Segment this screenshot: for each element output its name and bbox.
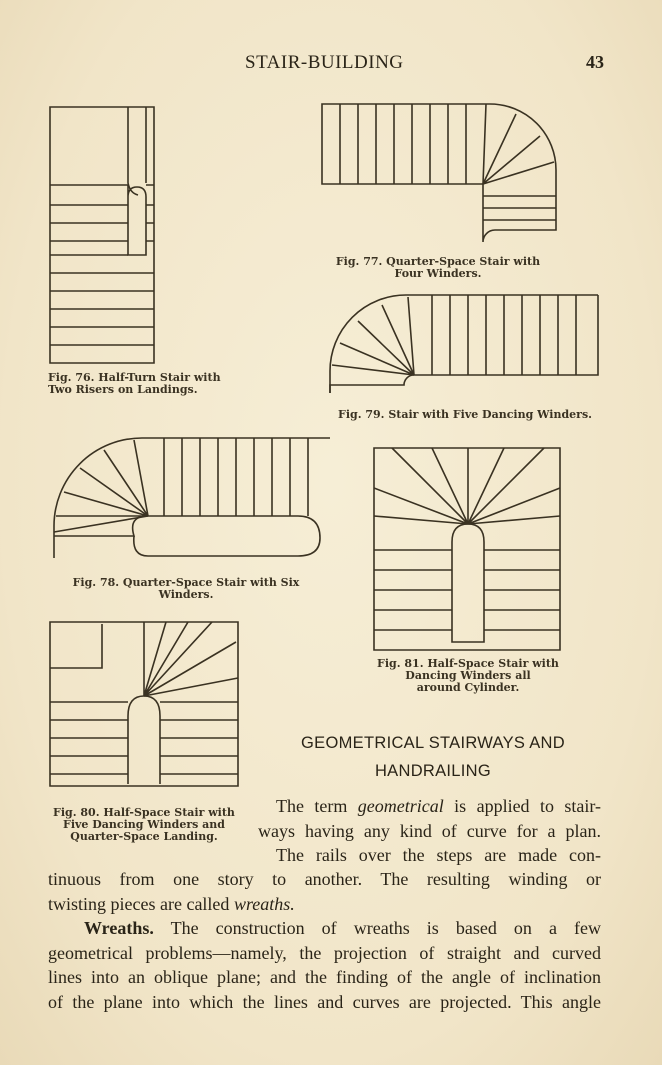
paragraph1-line3: The rails over the steps are made con- (276, 845, 601, 865)
figure-79-diagram (328, 293, 602, 395)
paragraph-wreaths: Wreaths. The construction of wreaths is … (48, 916, 601, 1014)
figure-80-caption-line2: Five Dancing Winders and (63, 818, 225, 831)
figure-77-caption-line1: Fig. 77. Quarter-Space Stair with (335, 255, 541, 268)
paragraph1-line4: tinuous from one story to another. The r… (48, 869, 601, 889)
italic-term: geometrical (357, 796, 444, 816)
run-in-heading: Wreaths. (84, 918, 154, 938)
section-heading-line2: HANDRAILING (374, 762, 492, 780)
text-run: is applied to stair- (443, 796, 601, 816)
figure-76-diagram (48, 105, 160, 367)
figure-80-diagram (48, 620, 240, 790)
figure-76-caption: Fig. 76. Half-Turn Stair with Two Risers… (48, 372, 221, 396)
paragraph2-line3: lines into an oblique plane; and the fin… (48, 967, 601, 987)
figure-80-caption-line1: Fig. 80. Half-Space Stair with (53, 806, 235, 819)
figure-78-diagram (52, 436, 332, 562)
figure-76-caption-line1: Fig. 76. Half-Turn Stair with (48, 371, 221, 384)
figure-80-caption-line3: Quarter-Space Landing. (70, 830, 218, 843)
section-heading-line1: GEOMETRICAL STAIRWAYS AND (301, 734, 565, 752)
text-run: twisting pieces are called (48, 893, 234, 914)
figure-76-caption-line2: Two Risers on Landings. (48, 383, 198, 396)
figure-81-diagram (372, 446, 562, 654)
figure-81-caption-line2: Dancing Winders all (405, 669, 531, 682)
paragraph2-line1: Wreaths. The construction of wreaths is … (48, 916, 601, 941)
figure-79-caption-line1: Fig. 79. Stair with Five Dancing Winders… (338, 408, 592, 421)
paragraph-geometrical-cont: tinuous from one story to another. The r… (48, 867, 601, 916)
text-run: The construction of wreaths is based on … (153, 918, 601, 938)
paragraph1-line2: ways having any kind of curve for a plan… (258, 820, 601, 841)
paragraph2-line4: of the plane into which the lines and cu… (48, 991, 601, 1012)
text-run: The term (276, 796, 358, 816)
figure-78-caption-line1: Fig. 78. Quarter-Space Stair with Six (72, 576, 300, 589)
figure-81-caption: Fig. 81. Half-Space Stair with Dancing W… (366, 658, 570, 694)
paragraph-geometrical: The term geometrical is applied to stair… (258, 794, 601, 868)
italic-term: wreaths. (233, 893, 295, 914)
figure-78-caption: Fig. 78. Quarter-Space Stair with Six Wi… (66, 577, 306, 601)
figure-77-caption-line2: Four Winders. (394, 267, 482, 280)
figure-77-diagram (320, 102, 560, 248)
paragraph1-line1: The term geometrical is applied to stair… (258, 794, 601, 819)
running-header: STAIR-BUILDING (245, 52, 404, 73)
figure-81-caption-line1: Fig. 81. Half-Space Stair with (377, 657, 559, 670)
paragraph2-line2: geometrical problems—namely, the project… (48, 942, 601, 963)
paragraph1-line5: twisting pieces are called wreaths. (48, 892, 601, 917)
page-number: 43 (586, 52, 604, 72)
figure-78-caption-line2: Winders. (158, 588, 214, 601)
figure-81-caption-line3: around Cylinder. (416, 681, 520, 694)
figure-79-caption: Fig. 79. Stair with Five Dancing Winders… (330, 409, 600, 421)
figure-80-caption: Fig. 80. Half-Space Stair with Five Danc… (46, 807, 242, 843)
section-heading: GEOMETRICAL STAIRWAYS AND HANDRAILING (268, 729, 598, 785)
figure-77-caption: Fig. 77. Quarter-Space Stair with Four W… (322, 256, 554, 280)
